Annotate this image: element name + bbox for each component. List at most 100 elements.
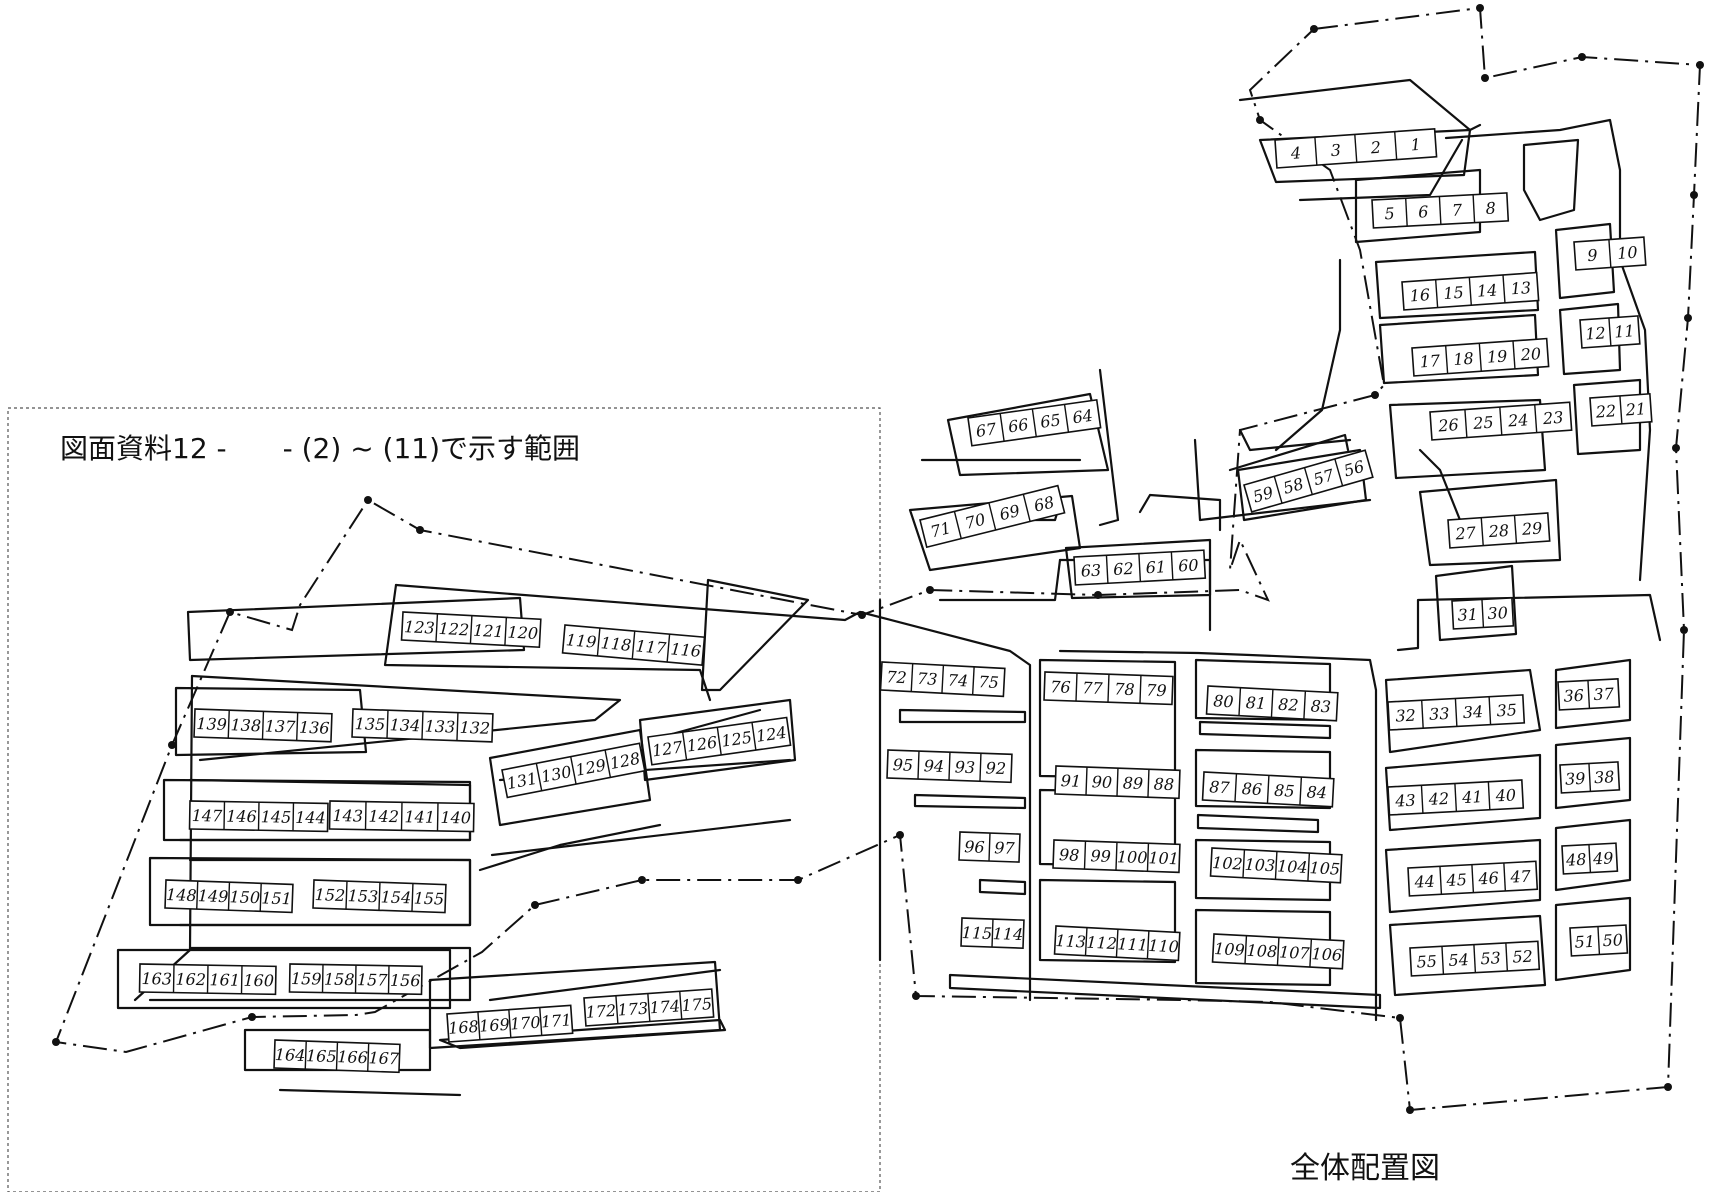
lot-number: 34	[1462, 702, 1483, 722]
lot-number: 26	[1437, 415, 1460, 435]
lot-number: 59	[1251, 483, 1276, 507]
lot-divider	[948, 752, 951, 781]
lot-number: 108	[1246, 941, 1277, 962]
lot-divider	[1394, 131, 1398, 160]
lot-number: 157	[357, 970, 389, 990]
lot-divider	[604, 749, 612, 778]
lot-divider	[1105, 555, 1109, 584]
lot-number: 82	[1278, 695, 1299, 715]
lot-divider	[1488, 696, 1492, 725]
lot-number: 111	[1117, 934, 1148, 955]
lot-number: 43	[1394, 791, 1416, 811]
lot-number: 13	[1510, 278, 1532, 298]
lot-divider	[1170, 551, 1174, 580]
lot-divider	[259, 883, 262, 912]
lot-divider	[508, 1009, 512, 1038]
lot-number: 87	[1209, 777, 1231, 797]
lot-number: 165	[306, 1046, 337, 1066]
lot-number: 103	[1244, 855, 1275, 876]
lot-divider	[1084, 927, 1088, 956]
lot-divider	[227, 710, 230, 739]
lot-divider	[1587, 680, 1591, 709]
lot-divider	[539, 1007, 543, 1036]
lot-number: 46	[1477, 868, 1499, 888]
lot-number: 32	[1395, 706, 1416, 726]
lot-number: 113	[1055, 931, 1086, 952]
lot-number: 144	[295, 808, 326, 828]
lot-number: 149	[197, 886, 228, 906]
lot-divider	[1303, 691, 1307, 720]
lot-divider	[1513, 515, 1518, 544]
lot-divider	[1266, 775, 1270, 804]
lot-divider	[367, 1043, 370, 1072]
lot-divider	[1309, 939, 1313, 968]
lot-number: 21	[1624, 399, 1647, 419]
lot-number: 101	[1148, 848, 1179, 868]
lot-number: 69	[997, 501, 1021, 524]
lot-number: 135	[354, 714, 385, 734]
lot-number: 29	[1520, 518, 1543, 538]
lot-number: 67	[975, 419, 999, 441]
lot-number: 161	[209, 970, 240, 990]
lot-number: 77	[1082, 678, 1104, 698]
lot-number: 56	[1342, 457, 1367, 481]
lot-number: 158	[324, 970, 355, 990]
study-area-frame	[7, 407, 881, 1192]
lot-number: 168	[448, 1017, 480, 1038]
lot-number: 8	[1485, 199, 1496, 219]
lot-number: 100	[1117, 847, 1148, 867]
lot-divider	[1487, 781, 1491, 810]
lot-number: 169	[478, 1015, 510, 1036]
lot-divider	[1464, 409, 1468, 438]
lot-divider	[1083, 841, 1087, 870]
lot-number: 171	[540, 1010, 572, 1031]
lot-number: 35	[1496, 700, 1517, 720]
lot-divider	[1139, 675, 1142, 704]
lot-divider	[917, 751, 920, 780]
lot-divider	[1512, 340, 1516, 369]
lot-divider	[751, 722, 757, 751]
lot-divider	[1354, 134, 1358, 163]
lot-number: 118	[600, 633, 632, 655]
lot-divider	[1299, 777, 1303, 806]
lot-number: 71	[929, 518, 953, 541]
lot-divider	[1481, 599, 1485, 628]
lot-divider	[1146, 843, 1150, 872]
lot-number: 51	[1574, 932, 1595, 952]
lot-divider	[1242, 849, 1246, 878]
lot-number: 132	[459, 718, 490, 738]
lot-divider	[1441, 946, 1445, 975]
lot-divider	[1022, 494, 1031, 522]
lot-divider	[378, 882, 381, 911]
lot-divider	[1438, 196, 1442, 225]
lot-number: 15	[1443, 283, 1465, 303]
lot-divider	[570, 756, 577, 785]
lot-number: 12	[1585, 323, 1607, 343]
lot-divider	[991, 919, 994, 948]
lot-number: 11	[1614, 321, 1636, 341]
boundary-survey-points	[52, 4, 1704, 1114]
lot-number: 53	[1480, 948, 1501, 968]
lot-number: 174	[649, 996, 681, 1017]
lot-divider	[1138, 553, 1142, 582]
lot-number: 89	[1122, 773, 1143, 793]
lot-number: 116	[670, 639, 702, 661]
lot-divider	[1085, 767, 1088, 796]
lot-number: 44	[1413, 872, 1435, 892]
lot-number: 88	[1153, 774, 1174, 794]
lot-number: 68	[1032, 492, 1056, 515]
lot-number: 155	[413, 888, 444, 908]
lot-number: 73	[917, 669, 938, 689]
lot-number: 160	[243, 971, 274, 991]
lot-number: 143	[332, 806, 363, 826]
lot-divider	[456, 712, 459, 741]
lot-divider	[477, 1011, 481, 1040]
